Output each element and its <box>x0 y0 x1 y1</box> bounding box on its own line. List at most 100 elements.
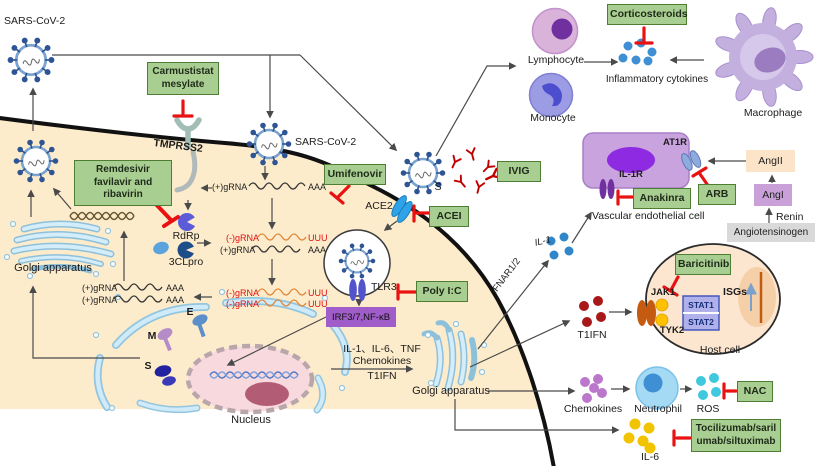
angi-box: AngI <box>754 184 792 206</box>
at1r-label: AT1R <box>662 137 688 148</box>
protein-m-shape <box>157 328 173 352</box>
dna-strand <box>209 371 299 379</box>
stat-complex <box>682 295 720 331</box>
rna-row-3-tail: UUU <box>308 288 328 298</box>
protein-e-shape <box>192 314 208 338</box>
tmprss2-receptor <box>174 117 202 150</box>
drug-corticosteroids: Corticosteroids <box>607 4 688 26</box>
rna-row-4-tail: UUU <box>308 299 328 309</box>
protein-s-shape <box>154 365 176 386</box>
drug-anakinra: Anakinra <box>633 188 691 210</box>
angii-box: AngII <box>746 150 795 172</box>
jak-receptor <box>637 298 669 327</box>
drug-ivig: IVIG <box>497 161 541 183</box>
macrophage-cell <box>715 7 814 107</box>
ribosome-hook <box>174 149 198 193</box>
protein-e-label: E <box>186 306 194 318</box>
jak1-label: JAK1 <box>650 287 676 298</box>
inflammatory-cytokines-label: Inflammatory cytokines <box>605 74 709 85</box>
drug-remdesivir: Remdesivir favilavir and ribavirin <box>74 160 172 206</box>
neutrophil-cell <box>635 366 679 410</box>
inhibit-umifenovir <box>329 184 351 205</box>
inhibit-baricitinib <box>662 275 680 297</box>
t1ifn-label: T1IFN <box>577 329 607 341</box>
protein-s-label: S <box>144 360 152 372</box>
rna-row-6-tail: AAA <box>166 295 184 305</box>
drug-baricitinib: Baricitinib <box>675 254 731 276</box>
drug-carmustistat: Carmustistat mesylate <box>147 62 219 95</box>
irf-box: IRF3/7,NF-κB <box>326 307 396 327</box>
cytokine-line3: T1IFN <box>367 370 397 382</box>
golgi-right-label: Golgi apparatus <box>412 385 490 397</box>
angiotensinogen-box: Angiotensinogen <box>727 223 815 242</box>
golgi-left-label: Golgi apparatus <box>14 262 92 274</box>
stat1-label: STAT1 <box>688 300 714 310</box>
neutrophil-label: Neutrophil <box>634 403 682 415</box>
rna-row-1-tail: UUU <box>308 233 328 243</box>
il1r-label: IL-1R <box>619 169 643 180</box>
golgi-apparatus-left <box>3 220 117 280</box>
ros-label: ROS <box>696 403 720 415</box>
chemokines-label: Chemokines <box>563 403 623 415</box>
golgi-apparatus-right <box>421 320 488 392</box>
ros-dots <box>696 373 721 400</box>
rna-row-6-label: (+)gRNA <box>82 295 117 305</box>
rna-row-0-tail: AAA <box>308 182 326 192</box>
at1r-receptor <box>681 150 702 171</box>
chemokine-dots <box>580 374 607 403</box>
inhibit-nac <box>722 382 738 400</box>
cytokine-line1: IL-1、IL-6、TNF <box>343 343 421 355</box>
rna-row-5-label: (+)gRNA <box>82 283 117 293</box>
inhibit-tocilizumab <box>672 429 692 447</box>
virus-extracellular-top <box>6 36 56 84</box>
cytokine-line2: Chemokines <box>352 355 412 367</box>
spike-s-label: S <box>434 181 442 193</box>
rdrp-enzyme <box>178 213 199 231</box>
monocyte-cell <box>528 72 574 118</box>
stat2-label: STAT2 <box>688 317 714 327</box>
tlr3-receptor <box>349 279 366 301</box>
cell-membrane <box>0 116 556 466</box>
vec-label: Vascular endothelial cell <box>592 210 705 222</box>
rna-row-4-label: (-)gRNA <box>226 299 259 309</box>
nucleus-label: Nucleus <box>231 414 271 426</box>
3clpro-label: 3CLpro <box>168 256 204 268</box>
inhibit-carmustistat <box>172 99 194 118</box>
drug-tocilizumab: Tocilizumab/saril umab/siltuximab <box>691 419 781 452</box>
lymphocyte-label: Lymphocyte <box>527 54 585 66</box>
inhibit-acei <box>412 204 432 223</box>
rna-row-5-tail: AAA <box>166 283 184 293</box>
inhibit-corticosteroids <box>634 26 654 45</box>
il6-label: IL-6 <box>640 451 660 463</box>
rna-row-2-label: (+)gRNA <box>220 245 255 255</box>
drug-acei: ACEI <box>429 206 469 228</box>
rna-row-3-label: (-)gRNA <box>226 288 259 298</box>
ace2-receptor <box>391 195 413 223</box>
nucleus-graphic <box>185 343 315 415</box>
rna-row-0-label: (+)gRNA <box>212 182 247 192</box>
virus-membrane-label: SARS-CoV-2 <box>295 136 357 148</box>
drug-nac: NAC <box>737 381 773 403</box>
drug-arb: ARB <box>698 184 736 206</box>
endoplasmic-reticulum <box>92 288 351 414</box>
inhibit-anakinra <box>616 189 635 206</box>
rna-row-2-tail: AAA <box>308 245 326 255</box>
tyk2-label: TYK2 <box>659 325 685 336</box>
rdrp-label: RdRp <box>172 230 200 242</box>
macrophage-label: Macrophage <box>743 107 803 119</box>
drug-umifenovir: Umifenovir <box>324 164 386 186</box>
rna-rows: (+)gRNA AAA (-)gRNA UUU (+)gRNA AAA (-)g… <box>82 182 328 309</box>
host-cell-label: Host cell <box>699 344 741 356</box>
il1-dots <box>546 232 574 260</box>
t1ifn-dots <box>579 296 606 327</box>
monocyte-label: Monocyte <box>530 112 576 124</box>
isgs-label: ISGs <box>723 286 747 298</box>
protein-m-label: M <box>147 330 157 342</box>
renin-label: Renin <box>776 211 804 223</box>
virus-top-label: SARS-CoV-2 <box>4 15 66 27</box>
ace2-label: ACE2 <box>365 200 393 212</box>
tlr3-label: TLR3 <box>371 281 397 293</box>
ivig-antibodies <box>447 147 502 195</box>
drug-poly-ic: Poly I:C <box>416 281 468 303</box>
